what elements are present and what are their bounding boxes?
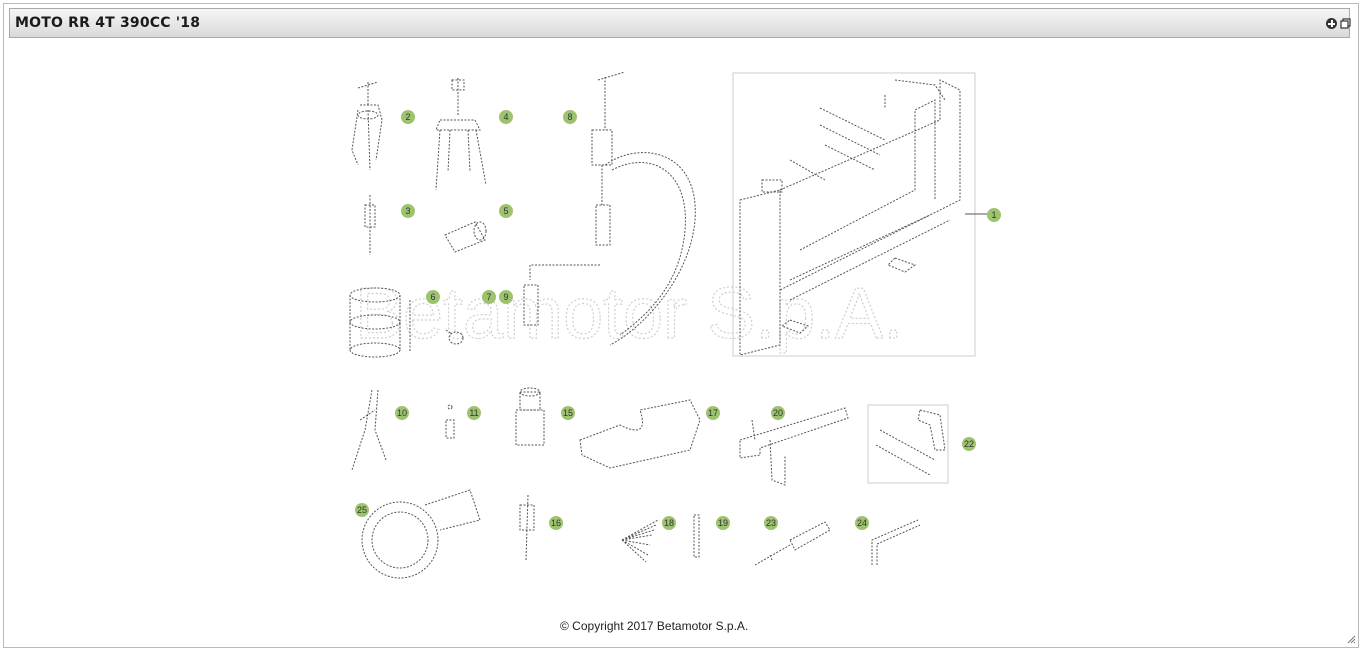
holder-wrench-20 [739, 407, 849, 486]
allen-key-24 [871, 519, 921, 565]
open-window-icon[interactable] [1340, 18, 1351, 29]
svg-text:2: 2 [405, 112, 410, 122]
socket-tool-5 [444, 221, 487, 253]
callout-19[interactable]: 19 [716, 516, 730, 530]
svg-text:16: 16 [551, 518, 561, 528]
pin-tool-11 [445, 404, 455, 439]
svg-text:23: 23 [766, 518, 776, 528]
callout-16[interactable]: 16 [549, 516, 563, 530]
ring-wrench-25 [361, 489, 481, 579]
svg-text:15: 15 [563, 408, 573, 418]
spanner-tool-16 [519, 494, 535, 561]
svg-text:3: 3 [405, 206, 410, 216]
pin-tool-3 [364, 195, 376, 255]
slide-hammer-8 [529, 71, 696, 346]
callout-15[interactable]: 15 [561, 406, 575, 420]
rod-tool-19 [693, 514, 700, 558]
callout-3[interactable]: 3 [401, 204, 415, 218]
panel-frame [3, 3, 1359, 648]
callout-18[interactable]: 18 [662, 516, 676, 530]
callout-7[interactable]: 7 [482, 290, 496, 304]
socket-tool-15 [515, 387, 545, 446]
svg-text:4: 4 [503, 112, 508, 122]
engine-stand-1 [732, 72, 988, 357]
callout-17[interactable]: 17 [706, 406, 720, 420]
callout-6[interactable]: 6 [426, 290, 440, 304]
callout-10[interactable]: 10 [395, 406, 409, 420]
sleeve-tool-9 [523, 284, 539, 326]
svg-text:6: 6 [430, 292, 435, 302]
svg-text:18: 18 [664, 518, 674, 528]
bolt-tool-7 [445, 329, 464, 345]
copyright-text: © Copyright 2017 Betamotor S.p.A. [560, 619, 749, 633]
ring-compressor-6 [349, 287, 411, 358]
callout-1[interactable]: 1 [987, 208, 1001, 222]
svg-text:19: 19 [718, 518, 728, 528]
callout-9[interactable]: 9 [499, 290, 513, 304]
callout-11[interactable]: 11 [467, 406, 481, 420]
callout-8[interactable]: 8 [563, 110, 577, 124]
callout-2[interactable]: 2 [401, 110, 415, 124]
svg-text:5: 5 [503, 206, 508, 216]
svg-text:24: 24 [857, 518, 867, 528]
plate-tool-17 [579, 399, 701, 469]
feeler-gauge-18 [621, 519, 659, 563]
callout-24[interactable]: 24 [855, 516, 869, 530]
callout-5[interactable]: 5 [499, 204, 513, 218]
resize-handle-icon[interactable] [1346, 634, 1356, 644]
callout-22[interactable]: 22 [962, 437, 976, 451]
svg-text:8: 8 [567, 112, 572, 122]
svg-text:1: 1 [991, 210, 996, 220]
callout-25[interactable]: 25 [355, 503, 369, 517]
pliers-tool-10 [351, 389, 387, 471]
drift-tool-23 [754, 521, 831, 566]
callout-4[interactable]: 4 [499, 110, 513, 124]
page-title: MOTO RR 4T 390CC '18 [15, 15, 201, 31]
svg-text:25: 25 [357, 505, 367, 515]
svg-text:17: 17 [708, 408, 718, 418]
svg-text:7: 7 [486, 292, 491, 302]
watermark-text: Betamotor S.p.A. [355, 274, 903, 354]
bracket-tool-22 [867, 404, 949, 484]
callout-labels: 1 2 3 4 5 6 7 8 9 10 11 15 16 17 18 19 2… [355, 110, 1001, 530]
svg-text:10: 10 [397, 408, 407, 418]
callout-23[interactable]: 23 [764, 516, 778, 530]
svg-text:11: 11 [469, 408, 478, 418]
plus-circle-icon[interactable] [1326, 18, 1337, 29]
panel-header: MOTO RR 4T 390CC '18 [9, 8, 1351, 38]
svg-text:9: 9 [503, 292, 508, 302]
svg-text:22: 22 [964, 439, 974, 449]
svg-text:20: 20 [773, 408, 783, 418]
puller-tool-2 [351, 81, 383, 171]
callout-20[interactable]: 20 [771, 406, 785, 420]
puller-tool-4 [435, 78, 487, 191]
